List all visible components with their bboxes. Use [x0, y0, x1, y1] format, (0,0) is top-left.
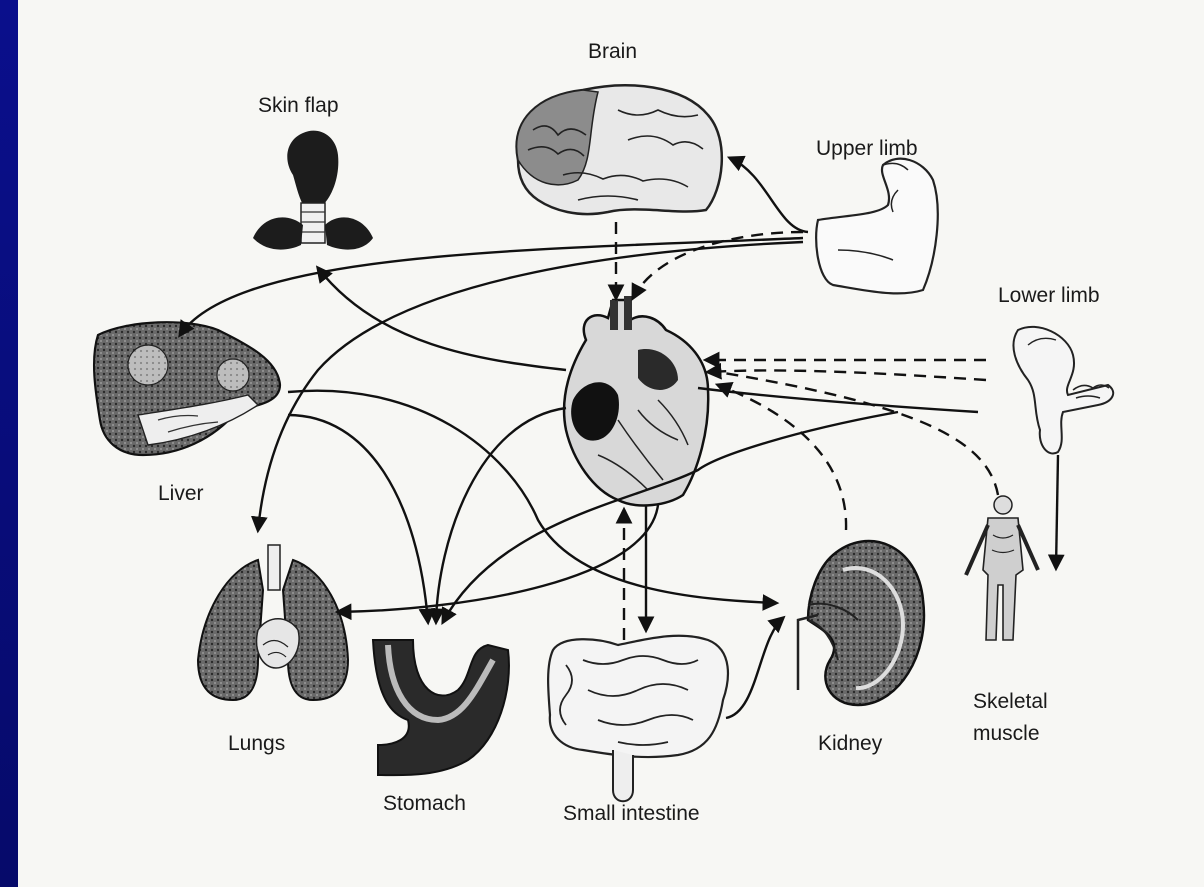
skin-flap-icon: [253, 131, 373, 250]
label-skin-flap: Skin flap: [258, 94, 339, 117]
brain-icon: [517, 85, 722, 214]
skeletal-muscle-icon: [966, 496, 1038, 640]
liver-icon: [94, 322, 280, 455]
label-upper-limb: Upper limb: [816, 137, 918, 160]
label-liver: Liver: [158, 482, 204, 505]
organ-transplant-diagram: Brain Skin flap Upper limb Lower limb Li…: [18, 0, 1204, 887]
label-kidney: Kidney: [818, 732, 883, 755]
label-brain: Brain: [588, 40, 637, 63]
label-stomach: Stomach: [383, 792, 466, 815]
kidney-icon: [798, 541, 924, 705]
label-skeletal-muscle-line2: muscle: [973, 722, 1040, 745]
label-lower-limb: Lower limb: [998, 284, 1100, 307]
label-lungs: Lungs: [228, 732, 285, 755]
small-intestine-icon: [548, 636, 728, 802]
label-small-intestine: Small intestine: [563, 802, 700, 825]
upper-limb-icon: [816, 159, 938, 294]
label-skeletal-muscle-line1: Skeletal: [973, 690, 1048, 713]
lungs-icon: [198, 545, 348, 700]
stomach-icon: [373, 640, 509, 775]
lower-limb-icon: [1013, 327, 1113, 454]
diagram-canvas: Brain Skin flap Upper limb Lower limb Li…: [18, 0, 1204, 887]
